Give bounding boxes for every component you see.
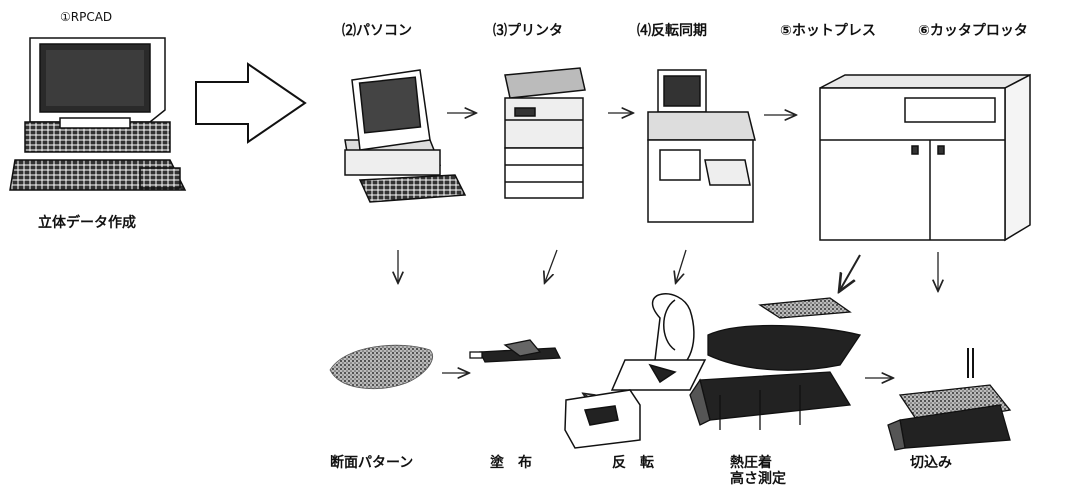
cad-workstation-icon xyxy=(9,37,187,191)
down-arrow xyxy=(676,249,687,282)
down-arrow xyxy=(840,254,861,290)
personal-computer-icon xyxy=(344,69,467,203)
station-label-rpcad: ①RPCAD xyxy=(60,10,113,24)
cross-section-pattern-icon xyxy=(329,344,433,390)
step-label-inversion: 反 転 xyxy=(612,455,654,471)
cad-caption: 立体データ作成 xyxy=(38,215,136,231)
hot-press-icon xyxy=(819,73,1031,242)
printer-icon xyxy=(504,67,586,199)
cutting-icon xyxy=(887,348,1012,451)
big-arrow-icon xyxy=(195,62,307,144)
thermo-compression-icon xyxy=(689,297,862,430)
step-label-height: 高さ測定 xyxy=(730,471,786,487)
station-label-printer: ⑶プリンタ xyxy=(493,23,563,39)
station-label-inversion: ⑷反転同期 xyxy=(637,23,707,39)
inversion-icon xyxy=(564,293,707,449)
inversion-sync-machine-icon xyxy=(647,69,756,223)
station-label-pc: ⑵パソコン xyxy=(342,23,412,39)
station-label-hot-press: ⑤ホットプレス xyxy=(780,23,876,39)
step-label-cutting: 切込み xyxy=(910,455,952,471)
step-label-thermo: 熱圧着 xyxy=(730,455,772,471)
coating-icon xyxy=(469,339,562,363)
step-label-cross-section: 断面パターン xyxy=(330,455,414,471)
step-label-coating: 塗 布 xyxy=(490,455,532,471)
station-label-cutter-plotter: ⑥カッタプロッタ xyxy=(918,23,1028,39)
down-arrow xyxy=(545,249,558,282)
